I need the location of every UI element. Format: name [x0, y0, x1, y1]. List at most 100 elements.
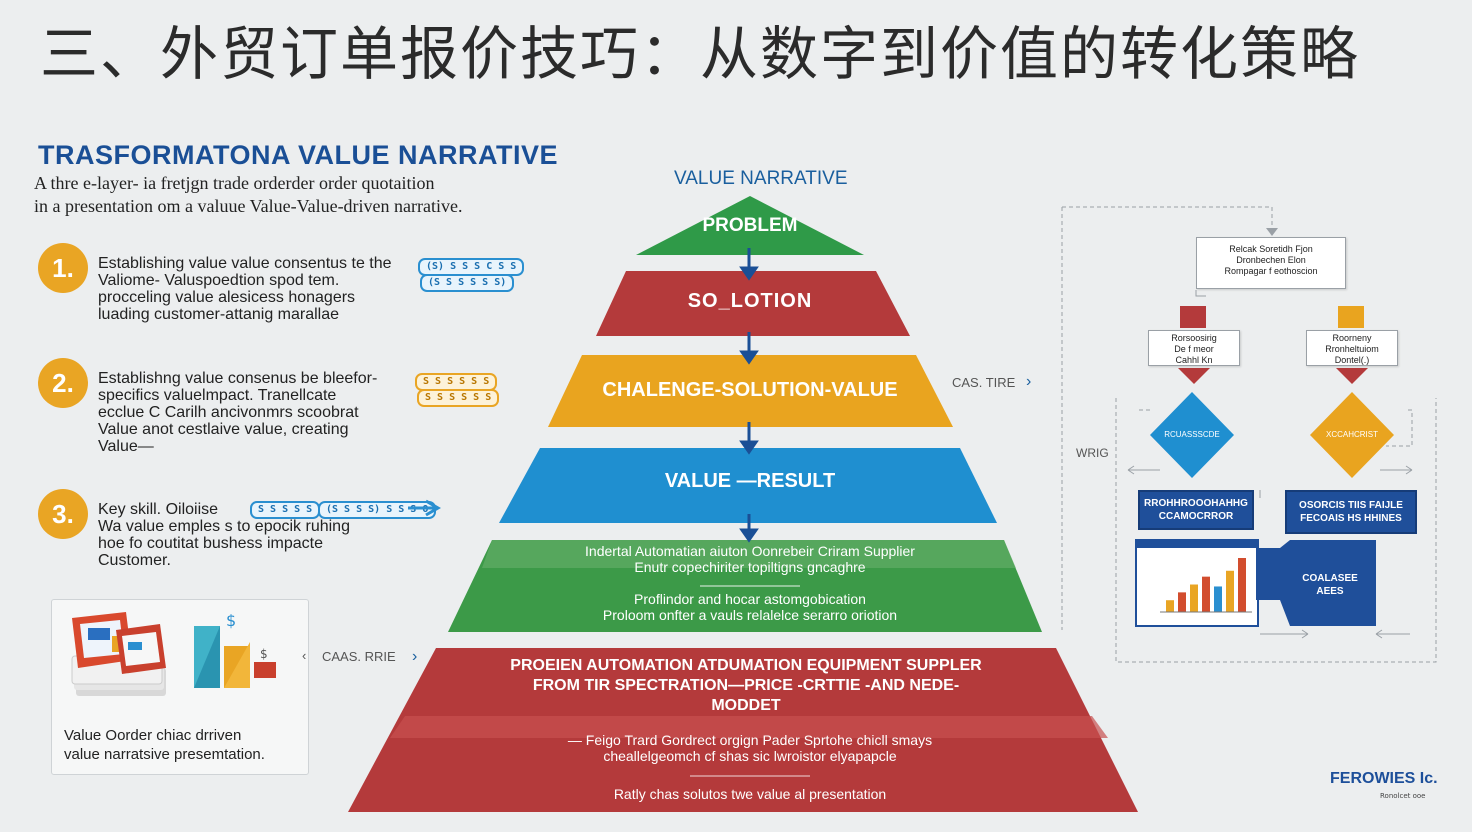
- dashboard-bar: [1238, 558, 1246, 612]
- flow-text-line: Relcak Soretidh Fjon: [1229, 244, 1313, 254]
- step-2-text: Establishng value consenus be bleefor- s…: [98, 370, 418, 455]
- flow-text-line: Dronbechen Elon: [1236, 255, 1306, 265]
- pyramid-case-label: CAS. TIRE: [952, 375, 1016, 390]
- pyramid-text-line: — Feigo Trard Gordrect orgign Pader Sprt…: [567, 732, 933, 748]
- card-case-label: CAAS. RRIE: [322, 649, 396, 664]
- pyramid-next-icon[interactable]: ›: [1026, 373, 1032, 390]
- step-1-number: 1.: [38, 243, 88, 293]
- pyramid-level-6-heading: PROEIEN AUTOMATION ATDUMATION EQUIPMENT …: [476, 656, 1016, 716]
- flow-text-line: Rronheltuiom: [1325, 344, 1379, 354]
- flow-text-line: AEES: [1316, 586, 1344, 597]
- step-line: procceling value alesicess honagers: [98, 289, 356, 306]
- pyramid-level-5-text: Indertal Automatian aiuton Oonrebeir Cri…: [520, 543, 980, 623]
- dashboard-bar: [1190, 584, 1198, 612]
- pyramid-level-5-shade: [482, 540, 1016, 568]
- pyramid-header: VALUE NARRATIVE: [674, 168, 848, 189]
- pyramid-text-line: MODDET: [711, 697, 781, 714]
- down-arrow-icon: [739, 248, 759, 543]
- card-next-icon[interactable]: ›: [412, 648, 418, 665]
- step-2-number: 2.: [38, 358, 88, 408]
- pyramid-level-4: [499, 448, 997, 523]
- step-2-tag: S S S S S S: [417, 389, 500, 407]
- step-line: Wa value emples s to epocik ruhing: [98, 518, 350, 535]
- flow-text-line: OSORCIS TIIS FAIJLE: [1299, 500, 1403, 511]
- flow-text-line: COALASEE: [1302, 573, 1358, 584]
- left-branch-icon: [1150, 306, 1234, 478]
- pyramid-label-challenge: CHALENGE-SOLUTION-VALUE: [602, 379, 898, 401]
- dashboard-bar: [1202, 576, 1210, 612]
- step-line: Value—: [98, 438, 154, 455]
- card-caption-line: value narratsive presemtation.: [64, 746, 265, 763]
- left-diamond: [1150, 392, 1234, 478]
- step-1-tag: (S S S S S S): [420, 274, 515, 292]
- section-subtitle-line: in a presentation om a valuue Value-Valu…: [34, 196, 463, 216]
- step-3-arrow-icon: [408, 499, 441, 517]
- card-prev-icon[interactable]: ‹: [302, 648, 307, 663]
- pyramid-label-value-result: VALUE —RESULT: [664, 470, 836, 492]
- step-line: ecclue C Carilh ancivonmrs scoobrat: [98, 404, 359, 421]
- callout-shape: [1256, 540, 1376, 626]
- pyramid-text-line: Proflindor and hocar astomgobication: [634, 591, 866, 607]
- step-line: Key skill. Oiloiise: [98, 501, 219, 518]
- flowchart-top-box: Relcak Soretidh Fjon Dronbechen Elon Rom…: [1196, 237, 1346, 289]
- flow-text-line: Rorsoosirig: [1171, 333, 1217, 343]
- dashboard-screenshot: [1135, 539, 1376, 627]
- step-line: Value anot cestlaive value, creating: [98, 421, 349, 438]
- flow-text-line: FECOAIS HS HHINES: [1300, 513, 1402, 524]
- flow-text-line: Roorneny: [1332, 333, 1372, 343]
- card-caption: Value Oorder chiac drriven value narrats…: [64, 726, 304, 764]
- flowchart-blue-box-right: OSORCIS TIIS FAIJLE FECOAIS HS HHINES: [1285, 490, 1417, 534]
- flow-text-line: RROHHROOOHAHHG: [1144, 498, 1248, 509]
- right-diamond-label: XCCAHCRIST: [1325, 430, 1378, 439]
- pyramid-level-2: [596, 271, 910, 336]
- flowchart-side-label: WRIG: [1076, 446, 1109, 460]
- callout-label: COALASEE AEES: [1290, 572, 1370, 598]
- dashboard-bar: [1214, 586, 1222, 612]
- step-line: specifics valuelmpact. Tranellcate: [98, 387, 337, 404]
- pyramid-level-6-shade: [390, 716, 1108, 738]
- documents-illustration-icon: [71, 612, 166, 696]
- right-branch-icon: [1310, 306, 1394, 478]
- pyramid-level-3: [548, 355, 953, 427]
- pyramid-text-line: FROM TIR SPECTRATION—PRICE -CRTTIE -AND …: [532, 677, 960, 694]
- flow-text-line: Dontel(.): [1334, 355, 1370, 365]
- flowchart-blue-box-left: RROHHROOOHAHHG CCAMOCRROR: [1138, 490, 1254, 530]
- flow-text-line: De f meor: [1174, 344, 1214, 354]
- step-line: Customer.: [98, 552, 171, 569]
- flowchart-left-box: Rorsoosirig De f meor Cahhl Kn: [1148, 330, 1240, 366]
- step-line: Establishing value value consentus te th…: [98, 255, 392, 272]
- pyramid-text-line: Indertal Automatian aiuton Oonrebeir Cri…: [585, 543, 915, 559]
- dashboard-bar: [1178, 592, 1186, 612]
- flow-text-line: CCAMOCRROR: [1158, 511, 1234, 522]
- brand-logo: FEROWIES Ic.: [1330, 770, 1438, 787]
- flow-text-line: Rompagar f eothoscion: [1224, 266, 1318, 276]
- left-diamond-label: RCUASSSCDE: [1164, 430, 1220, 439]
- step-3-text: Key skill. Oiloiise Wa value emples s to…: [98, 501, 418, 569]
- step-line: luading customer-attanig marallae: [98, 306, 340, 323]
- pyramid-label-problem: PROBLEM: [702, 215, 798, 236]
- pyramid-text-line: Enutr copechiriter topiltigns gncaghre: [634, 559, 866, 575]
- brand-tagline: Ronolcet ooe: [1380, 792, 1426, 800]
- svg-text:$: $: [226, 612, 236, 630]
- pyramid-text-line: cheallelgeomch cf shas sic lwroistor ely…: [603, 748, 897, 764]
- flow-text-line: Cahhl Kn: [1175, 355, 1213, 365]
- step-line: Valiome- Valuspoedtion spod tem.: [98, 272, 340, 289]
- step-line: Establishng value consenus be bleefor-: [98, 370, 378, 387]
- section-subtitle-line: A thre e-layer- ia fretjgn trade orderde…: [34, 173, 435, 193]
- dashboard-bar: [1226, 570, 1234, 612]
- bar-growth-icon: $ $: [194, 612, 276, 688]
- pyramid-text-line: Proloom onfter a vauls relalelce serarro…: [602, 607, 898, 623]
- pyramid-level-6-text: — Feigo Trard Gordrect orgign Pader Sprt…: [520, 732, 980, 802]
- slide-title: 三、外贸订单报价技巧：从数字到价值的转化策略: [40, 20, 1361, 88]
- pyramid-level-1: [636, 196, 864, 255]
- svg-text:$: $: [260, 647, 268, 661]
- pyramid-label-solution: SO_LOTION: [687, 290, 813, 312]
- right-diamond: [1310, 392, 1394, 478]
- pyramid-text-line: Ratly chas solutos twe value al presenta…: [613, 786, 887, 802]
- card-caption-line: Value Oorder chiac drriven: [64, 727, 242, 744]
- section-title: TRASFORMATONA VALUE NARRATIVE: [38, 140, 558, 170]
- step-1-text: Establishing value value consentus te th…: [98, 255, 418, 323]
- dashboard-bar: [1166, 600, 1174, 612]
